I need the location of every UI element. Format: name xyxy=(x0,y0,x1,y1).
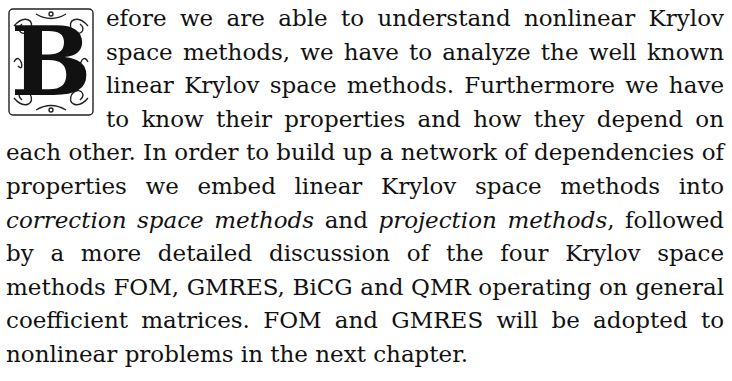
drop-cap: B xyxy=(6,6,96,118)
paragraph-text: efore we are able to understand nonlinea… xyxy=(6,5,724,367)
emphasis-text: correction space methods xyxy=(6,207,314,233)
body-text: efore we are able to understand nonlinea… xyxy=(6,5,724,199)
initial-letter: B xyxy=(6,6,96,118)
emphasis-text: projection methods xyxy=(378,207,607,233)
body-text: and xyxy=(325,207,368,233)
paragraph: B efore we are able to understand nonlin… xyxy=(6,2,724,372)
